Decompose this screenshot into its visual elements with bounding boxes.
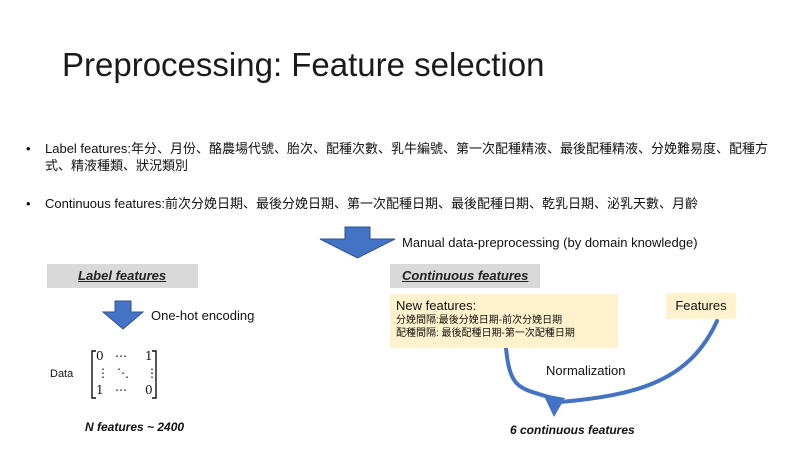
label-features-header: Label features — [47, 264, 198, 288]
matrix-cell: ⋮ — [146, 366, 158, 380]
features-box: Features — [666, 293, 736, 319]
bullet-dot: • — [26, 196, 31, 211]
matrix-cell: 1 — [96, 383, 104, 397]
matrix-cell: ⋯ — [115, 383, 127, 397]
matrix-cell: 0 — [145, 383, 153, 397]
manual-preprocessing-caption: Manual data-preprocessing (by domain kno… — [402, 235, 698, 250]
continuous-features-header: Continuous features — [390, 264, 540, 288]
normalization-caption: Normalization — [546, 363, 626, 378]
matrix-label: Data — [50, 368, 74, 380]
matrix-cell: 1 — [145, 349, 153, 363]
matrix-cell: ⋯ — [115, 349, 127, 363]
matrix-left-bracket — [91, 350, 96, 399]
new-features-title: New features: — [396, 298, 477, 313]
bullet-text: Label features:年分、月份、酪農場代號、胎次、配種次數、乳牛編號、… — [45, 141, 769, 173]
new-features-line: 分娩間隔:最後分娩日期-前次分娩日期 — [396, 315, 563, 326]
matrix-right-bracket — [152, 350, 157, 399]
one-hot-arrow — [101, 300, 145, 330]
new-features-line: 配種間隔: 最後配種日期-第一次配種日期 — [396, 328, 575, 339]
continuous-features-result: 6 continuous features — [510, 423, 635, 437]
matrix-cell: ⋱ — [117, 366, 129, 380]
slide-title: Preprocessing: Feature selection — [62, 46, 545, 83]
normalization-arrowhead — [543, 394, 565, 417]
matrix-cell: ⋮ — [97, 366, 109, 380]
one-hot-encoding-caption: One-hot encoding — [151, 308, 255, 323]
n-features-result: N features ~ 2400 — [85, 420, 185, 434]
bullet-dot: • — [26, 141, 31, 156]
bullet-text: Continuous features:前次分娩日期、最後分娩日期、第一次配種日… — [45, 196, 698, 211]
manual-preprocessing-arrow — [319, 226, 396, 259]
new-features-box: New features: 分娩間隔:最後分娩日期-前次分娩日期 配種間隔: 最… — [390, 294, 618, 348]
features-curve-arrow — [558, 319, 719, 404]
new-features-curve-arrow — [504, 346, 554, 400]
matrix-cell: 0 — [96, 349, 104, 363]
